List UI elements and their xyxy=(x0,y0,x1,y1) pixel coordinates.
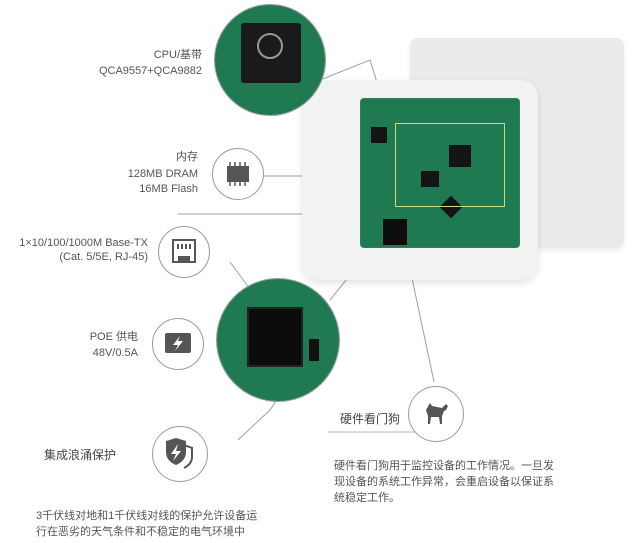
ethernet-icon-circle xyxy=(158,226,210,278)
surge-title: 集成浪涌保护 xyxy=(44,448,117,462)
memory-dram: 128MB DRAM xyxy=(127,168,198,180)
main-pcb xyxy=(360,98,520,248)
cpu-chip xyxy=(449,145,471,167)
watchdog-desc-line2: 现设备的系统工作异常，会重启设备以保证系 xyxy=(334,476,554,488)
shield-outline xyxy=(395,123,505,207)
shield-bolt-icon xyxy=(166,438,193,469)
surge-desc-line1: 3千伏线对地和1千伏线对线的保护允许设备运 xyxy=(36,510,258,522)
memory-flash: 16MB Flash xyxy=(139,183,198,195)
poe-title: POE 供电 xyxy=(89,331,138,343)
cpu-title: CPU/基带 xyxy=(153,49,202,61)
flash-chip xyxy=(371,127,387,143)
chip-logo-icon xyxy=(257,33,283,59)
rj45-port xyxy=(383,219,407,245)
dog-icon xyxy=(426,403,448,424)
port-zoom-circle xyxy=(216,278,340,402)
watchdog-title: 硬件看门狗 xyxy=(340,412,401,426)
surge-desc-line2: 行在恶劣的天气条件和不稳定的电气环境中 xyxy=(36,526,245,538)
watchdog-desc-line3: 统稳定工作。 xyxy=(334,492,400,504)
memory-chip-icon xyxy=(227,162,249,186)
power-port-icon xyxy=(165,333,191,353)
memory-chip xyxy=(421,171,439,187)
cpu-chip-zoom xyxy=(241,23,301,83)
watchdog-desc-line1: 硬件看门狗用于监控设备的工作情况。一旦发 xyxy=(334,460,554,472)
ethernet-cable: (Cat. 5/5E, RJ-45) xyxy=(59,251,148,263)
surge-icon-circle xyxy=(152,426,208,482)
led-zoom xyxy=(309,339,319,361)
poe-spec: 48V/0.5A xyxy=(92,347,138,359)
cpu-zoom-circle xyxy=(214,4,326,116)
watchdog-icon-circle xyxy=(408,386,464,442)
poe-icon-circle xyxy=(152,318,204,370)
rj45-port-zoom xyxy=(247,307,303,367)
cpu-model: QCA9557+QCA9882 xyxy=(98,65,202,77)
ethernet-port-icon xyxy=(172,239,196,263)
ethernet-spec: 1×10/100/1000M Base-TX xyxy=(19,237,148,249)
memory-icon-circle xyxy=(212,148,264,200)
memory-title: 内存 xyxy=(176,151,198,163)
